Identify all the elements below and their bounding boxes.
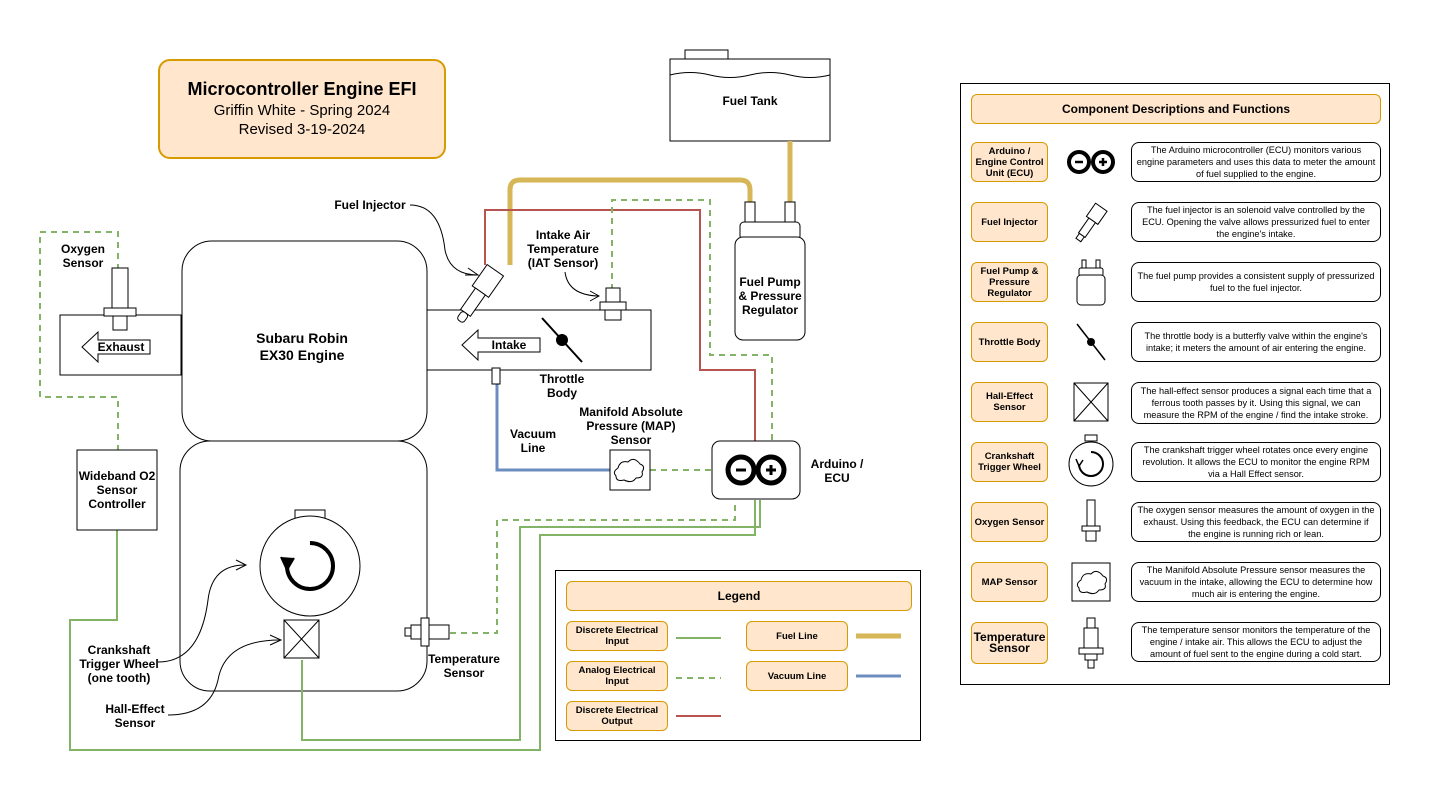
hall-effect-icon: [1073, 382, 1109, 422]
legend-discrete-input: Discrete Electrical Input: [566, 621, 668, 651]
component-description: The crankshaft trigger wheel rotates onc…: [1131, 442, 1381, 482]
component-name: Fuel Injector: [971, 202, 1048, 242]
component-description: The oxygen sensor measures the amount of…: [1131, 502, 1381, 542]
legend-discrete-output: Discrete Electrical Output: [566, 701, 668, 731]
component-name: Fuel Pump & Pressure Regulator: [971, 262, 1048, 302]
legend-fuel-line: Fuel Line: [746, 621, 848, 651]
fuel-tank-label: Fuel Tank: [722, 94, 778, 108]
throttle-body-icon: [1076, 323, 1106, 361]
fuel-pump-icon: [1076, 259, 1106, 306]
temperature-sensor-icon: [1078, 617, 1104, 669]
arduino-label: Arduino /ECU: [810, 457, 864, 485]
map-sensor-icon: [1071, 562, 1111, 602]
fuel-injector-icon: [1075, 202, 1108, 243]
component-description: The Manifold Absolute Pressure sensor me…: [1131, 562, 1381, 602]
fuel-line: [507, 177, 753, 265]
legend-title: Legend: [566, 581, 912, 611]
legend-panel: Legend Discrete Electrical Input Analog …: [555, 570, 921, 741]
legend-swatches: [676, 633, 901, 717]
trigger-wheel: [259, 515, 361, 617]
throttle-body: [556, 334, 568, 346]
component-name: Hall-Effect Sensor: [971, 382, 1048, 422]
component-description: The throttle body is a butterfly valve w…: [1131, 322, 1381, 362]
title-box: Microcontroller Engine EFI Griffin White…: [158, 59, 446, 159]
oxygen-sensor: [111, 267, 129, 309]
revision-line: Revised 3-19-2024: [238, 121, 366, 138]
component-name: Temperature Sensor: [971, 622, 1048, 664]
wideband-controller: [76, 449, 158, 531]
arduino-icon: [1067, 150, 1115, 174]
component-panel-title: Component Descriptions and Functions: [971, 94, 1381, 124]
vacuum-line: [495, 380, 610, 472]
component-name: Arduino / Engine Control Unit (ECU): [971, 142, 1048, 182]
component-panel: Component Descriptions and Functions Ard…: [960, 83, 1390, 685]
exhaust-label: Exhaust: [97, 340, 145, 354]
legend-vacuum-line: Vacuum Line: [746, 661, 848, 691]
component-description: The fuel pump provides a consistent supp…: [1131, 262, 1381, 302]
trigger-wheel-icon: [1068, 434, 1114, 487]
arduino-icon: [725, 454, 787, 486]
component-name: Oxygen Sensor: [971, 502, 1048, 542]
oxygen-sensor-icon: [1081, 499, 1101, 542]
iat-sensor: [605, 287, 621, 303]
component-description: The Arduino microcontroller (ECU) monito…: [1131, 142, 1381, 182]
component-name: MAP Sensor: [971, 562, 1048, 602]
component-description: The fuel injector is an solenoid valve c…: [1131, 202, 1381, 242]
fuel-injector: [457, 263, 505, 323]
component-description: The hall-effect sensor produces a signal…: [1131, 382, 1381, 424]
fuel-tank-cap: [684, 49, 729, 60]
intake-arrow: [461, 328, 541, 362]
component-description: The temperature sensor monitors the temp…: [1131, 622, 1381, 662]
temperature-sensor: [404, 617, 450, 647]
page-title: Microcontroller Engine EFI: [187, 79, 417, 99]
fuel-injector-label: Fuel Injector: [334, 198, 406, 212]
exhaust-arrow: [81, 330, 151, 364]
discrete-output-line: [484, 209, 756, 441]
legend-analog-input: Analog Electrical Input: [566, 661, 668, 691]
component-name: Crankshaft Trigger Wheel: [971, 442, 1048, 482]
intake-label: Intake: [491, 338, 527, 352]
component-name: Throttle Body: [971, 322, 1048, 362]
author-line: Griffin White - Spring 2024: [213, 102, 391, 119]
fuel-pump: [734, 236, 806, 341]
